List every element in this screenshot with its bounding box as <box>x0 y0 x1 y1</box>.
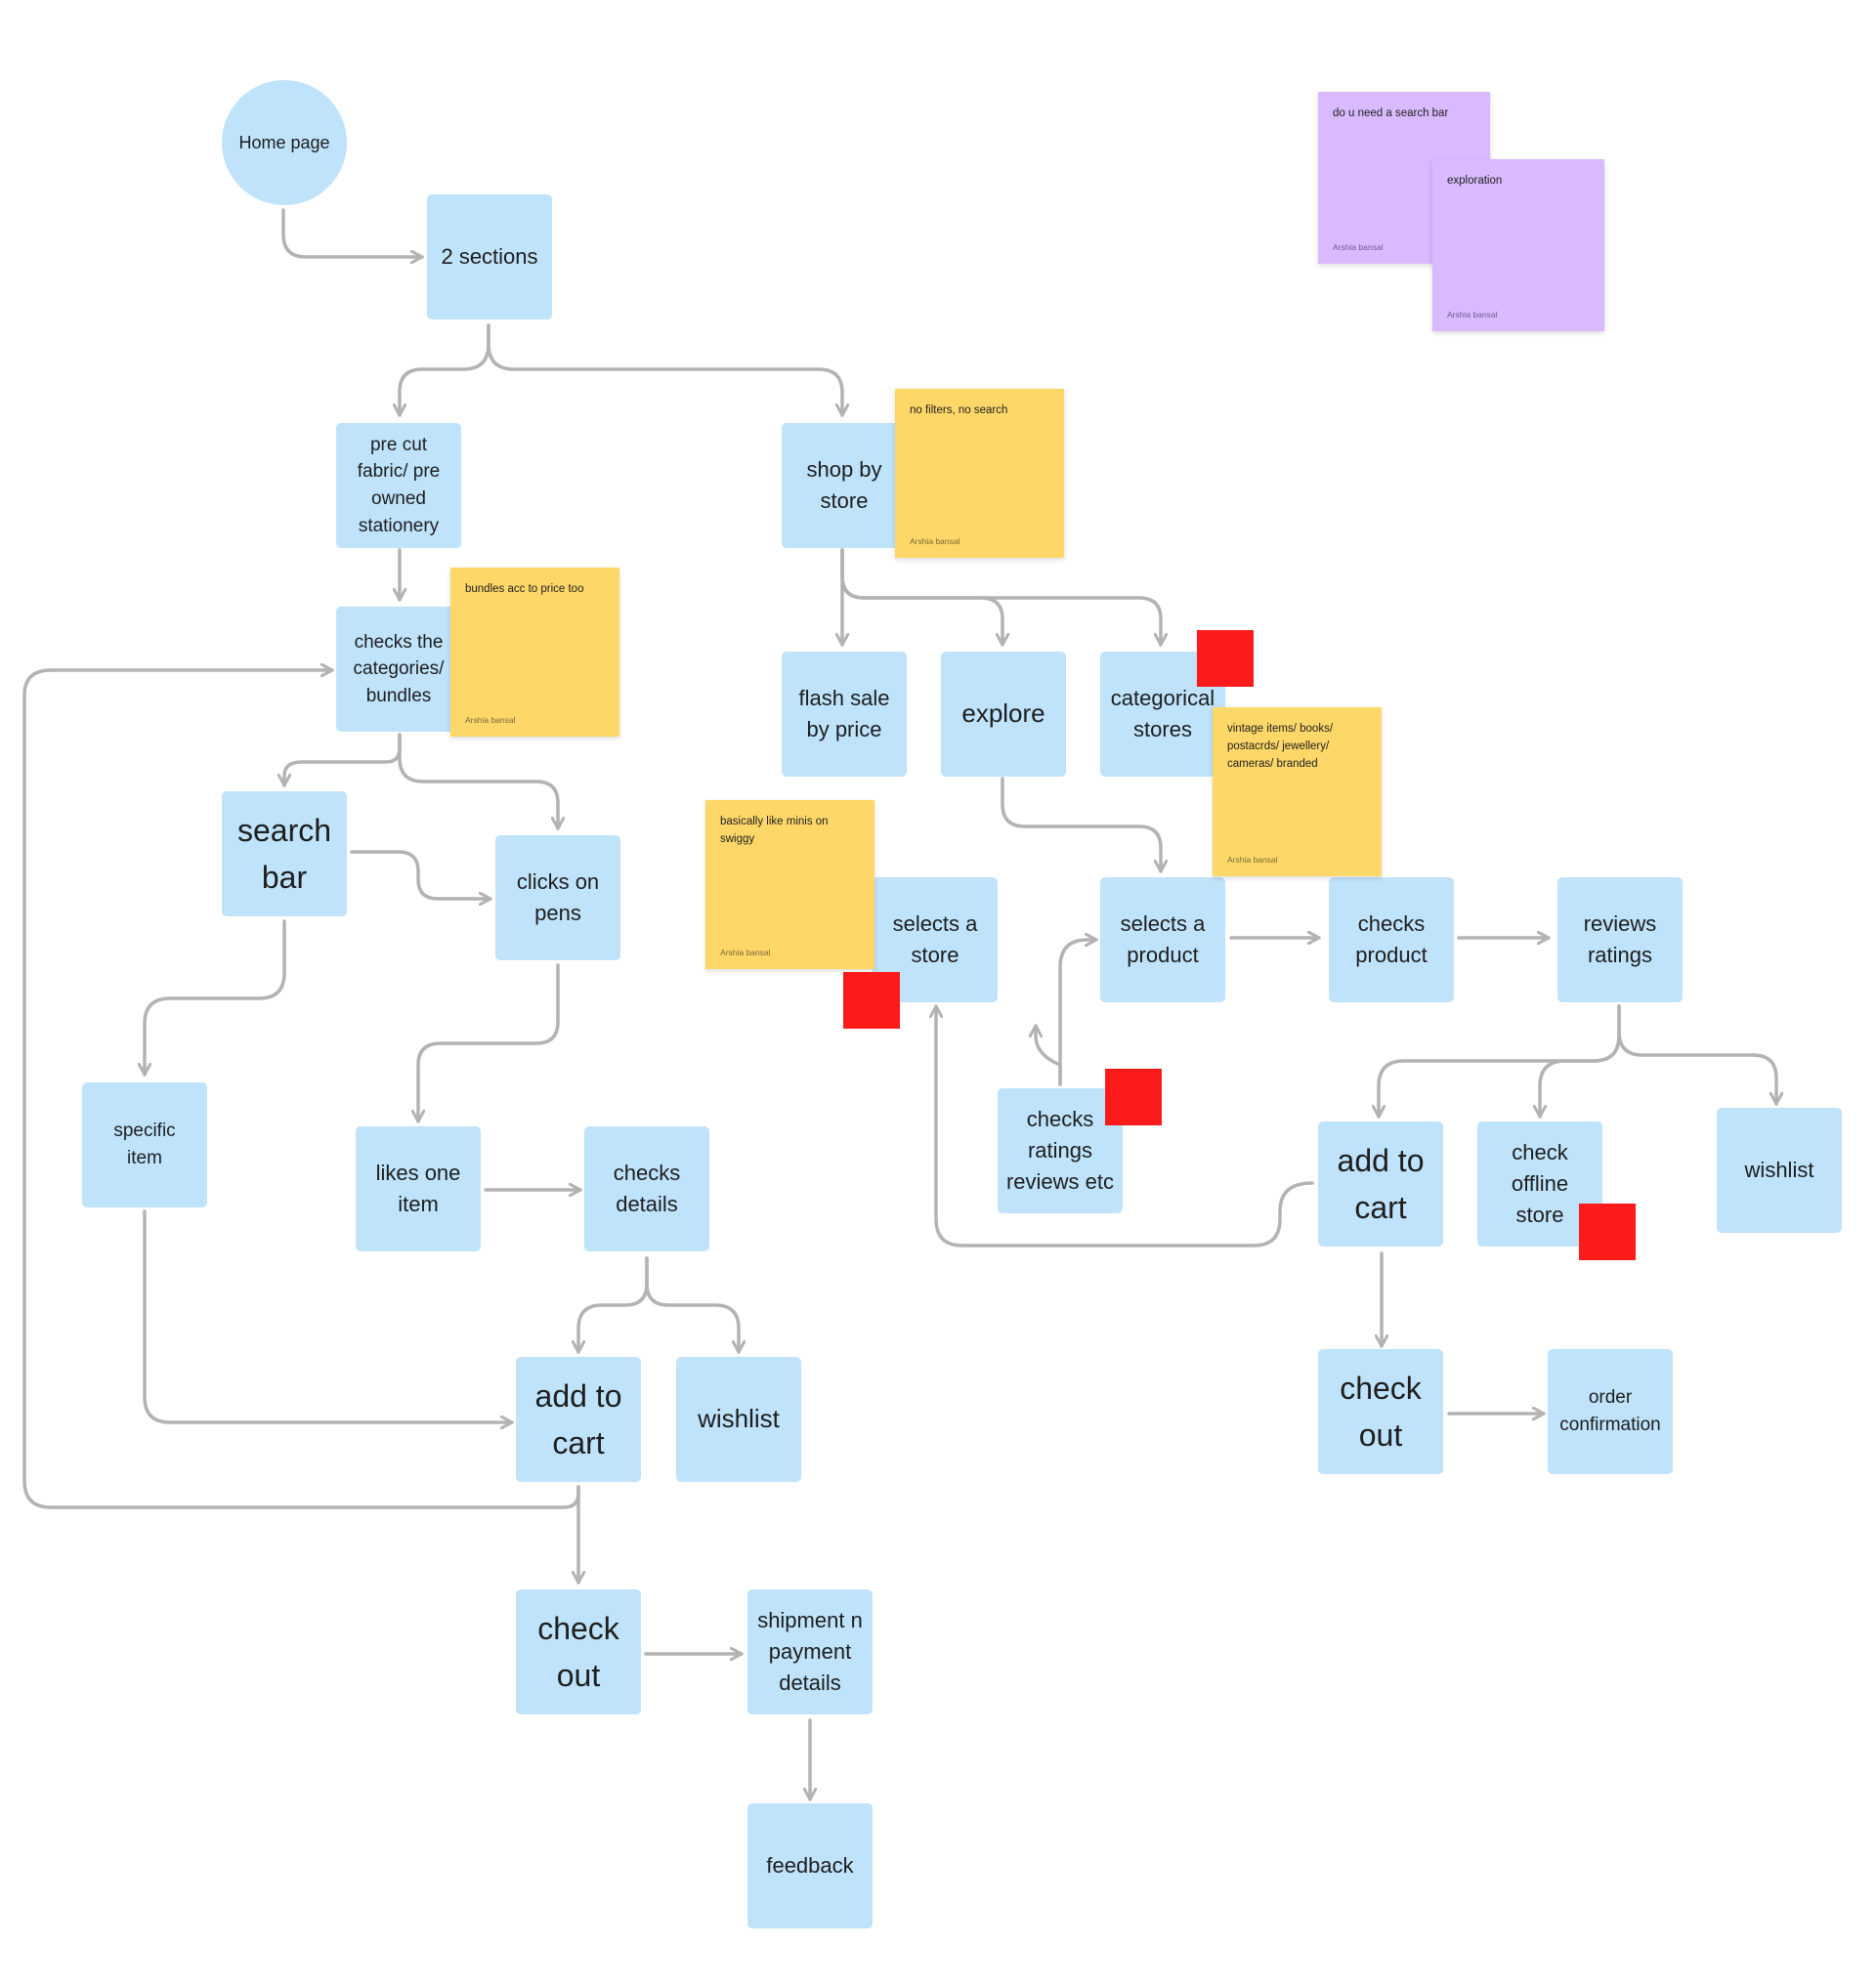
sticky-author: Arshia bansal <box>1333 242 1384 252</box>
shipment-payment-node[interactable]: shipment n payment details <box>747 1589 873 1714</box>
connector-details-to-wishlist <box>645 1256 739 1354</box>
categorical-stores-label: categorical stores <box>1110 686 1215 741</box>
checks-details-label: checks details <box>613 1161 681 1216</box>
connector-specific-to-add-cart <box>143 1209 514 1422</box>
check-out-right-label: check out <box>1340 1371 1422 1453</box>
feedback-node[interactable]: feedback <box>747 1803 873 1928</box>
sticky-text: no filters, no search <box>910 404 1008 416</box>
sticky-bundles-price[interactable]: bundles acc to price too Arshia bansal <box>450 568 619 737</box>
sticky-author: Arshia bansal <box>1227 855 1278 865</box>
checks-product-node[interactable]: checks product <box>1329 877 1454 1002</box>
sticky-exploration[interactable]: exploration Arshia bansal <box>1432 159 1604 331</box>
connector-checks-ratings-to-selects-product <box>1058 940 1098 1086</box>
sticky-no-filters[interactable]: no filters, no search Arshia bansal <box>895 389 1064 558</box>
clicks-on-pens-node[interactable]: clicks on pens <box>495 835 620 960</box>
checks-categories-node[interactable]: checks the categories/ bundles <box>336 607 461 732</box>
connector-reviews-to-wishlist <box>1617 1004 1776 1106</box>
checks-details-node[interactable]: checks details <box>584 1126 709 1251</box>
clicks-on-pens-label: clicks on pens <box>516 869 600 925</box>
search-bar-node[interactable]: search bar <box>222 791 347 916</box>
likes-one-item-node[interactable]: likes one item <box>356 1126 481 1251</box>
add-to-cart-left-label: add to cart <box>534 1378 622 1460</box>
sticky-text: basically like minis on swiggy <box>720 816 829 845</box>
likes-one-item-label: likes one item <box>375 1161 461 1216</box>
connector-explore-to-selects-product <box>1001 777 1161 873</box>
home-page-label: Home page <box>238 132 330 152</box>
order-confirmation-node[interactable]: order confirmation <box>1548 1349 1673 1474</box>
sticky-author: Arshia bansal <box>465 715 516 725</box>
explore-label: explore <box>961 698 1045 729</box>
check-out-right-node[interactable]: check out <box>1318 1349 1443 1474</box>
feedback-label: feedback <box>766 1853 854 1879</box>
search-bar-label: search bar <box>236 813 332 895</box>
connector-search-to-specific <box>145 919 286 1077</box>
flash-sale-node[interactable]: flash sale by price <box>782 652 907 777</box>
home-page-node[interactable]: Home page <box>222 80 347 205</box>
wishlist-left-node[interactable]: wishlist <box>676 1357 801 1482</box>
red-marker-offline-store <box>1579 1204 1636 1260</box>
precut-label: pre cut fabric/ pre owned stationery <box>357 434 441 536</box>
selects-product-label: selects a product <box>1120 911 1206 967</box>
reviews-ratings-label: reviews ratings <box>1583 911 1657 967</box>
selects-product-node[interactable]: selects a product <box>1100 877 1225 1002</box>
precut-node[interactable]: pre cut fabric/ pre owned stationery <box>336 423 461 548</box>
red-marker-selects-store <box>843 972 900 1029</box>
sticky-text: do u need a search bar <box>1333 107 1449 119</box>
sections-label: 2 sections <box>441 244 538 270</box>
red-marker-checks-ratings <box>1105 1069 1162 1125</box>
check-offline-store-label: check offline store <box>1511 1140 1569 1227</box>
add-to-cart-left-node[interactable]: add to cart <box>516 1357 641 1482</box>
specific-item-node[interactable]: specific item <box>82 1082 207 1207</box>
sticky-author: Arshia bansal <box>720 948 771 957</box>
sticky-swiggy-minis[interactable]: basically like minis on swiggy Arshia ba… <box>705 800 874 969</box>
wishlist-right-node[interactable]: wishlist <box>1717 1108 1842 1233</box>
sticky-author: Arshia bansal <box>1447 310 1498 319</box>
shop-by-store-node[interactable]: shop by store <box>782 423 907 548</box>
connector-checks-ratings-to-selects-store <box>1036 1024 1062 1086</box>
reviews-ratings-node[interactable]: reviews ratings <box>1557 877 1683 1002</box>
connector-add-cart-loop-to-categories <box>22 670 580 1509</box>
wishlist-left-label: wishlist <box>698 1404 780 1434</box>
selects-store-label: selects a store <box>892 911 978 967</box>
connector-categories-to-pens <box>398 733 558 830</box>
connector-home-to-sections <box>281 208 424 257</box>
order-confirmation-label: order confirmation <box>1559 1387 1661 1435</box>
sticky-vintage-items[interactable]: vintage items/ books/ postacrds/ jewelle… <box>1213 707 1382 876</box>
add-to-cart-right-node[interactable]: add to cart <box>1318 1121 1443 1247</box>
checks-ratings-label: checks ratings reviews etc <box>1005 1107 1115 1194</box>
sections-node[interactable]: 2 sections <box>427 194 552 319</box>
connector-categories-to-search <box>284 733 402 787</box>
check-out-left-label: check out <box>537 1611 619 1693</box>
connector-sections-to-shop <box>487 323 842 417</box>
sticky-text: vintage items/ books/ postacrds/ jewelle… <box>1227 723 1334 770</box>
flash-sale-label: flash sale by price <box>798 686 890 741</box>
connector-add-cart-to-selects-store <box>936 1004 1314 1248</box>
checks-product-label: checks product <box>1355 911 1428 967</box>
connector-details-to-add-cart <box>578 1256 649 1354</box>
sticky-text: exploration <box>1447 175 1503 187</box>
connector-search-to-pens <box>350 850 492 899</box>
connector-pens-to-likes <box>418 963 560 1123</box>
red-marker-categorical <box>1197 630 1254 687</box>
connector-shop-to-categorical <box>840 548 1161 647</box>
wishlist-right-label: wishlist <box>1744 1158 1814 1183</box>
explore-node[interactable]: explore <box>941 652 1066 777</box>
checks-ratings-node[interactable]: checks ratings reviews etc <box>998 1088 1123 1213</box>
sticky-text: bundles acc to price too <box>465 583 584 595</box>
checks-categories-label: checks the categories/ bundles <box>353 631 445 706</box>
connector-reviews-to-offline <box>1540 1004 1621 1119</box>
shipment-payment-label: shipment n payment details <box>757 1608 863 1695</box>
specific-item-label: specific item <box>113 1121 176 1168</box>
connector-sections-to-precut <box>400 323 490 417</box>
sticky-author: Arshia bansal <box>910 536 960 546</box>
check-out-left-node[interactable]: check out <box>516 1589 641 1714</box>
add-to-cart-right-label: add to cart <box>1337 1143 1425 1225</box>
shop-by-store-label: shop by store <box>806 457 882 513</box>
